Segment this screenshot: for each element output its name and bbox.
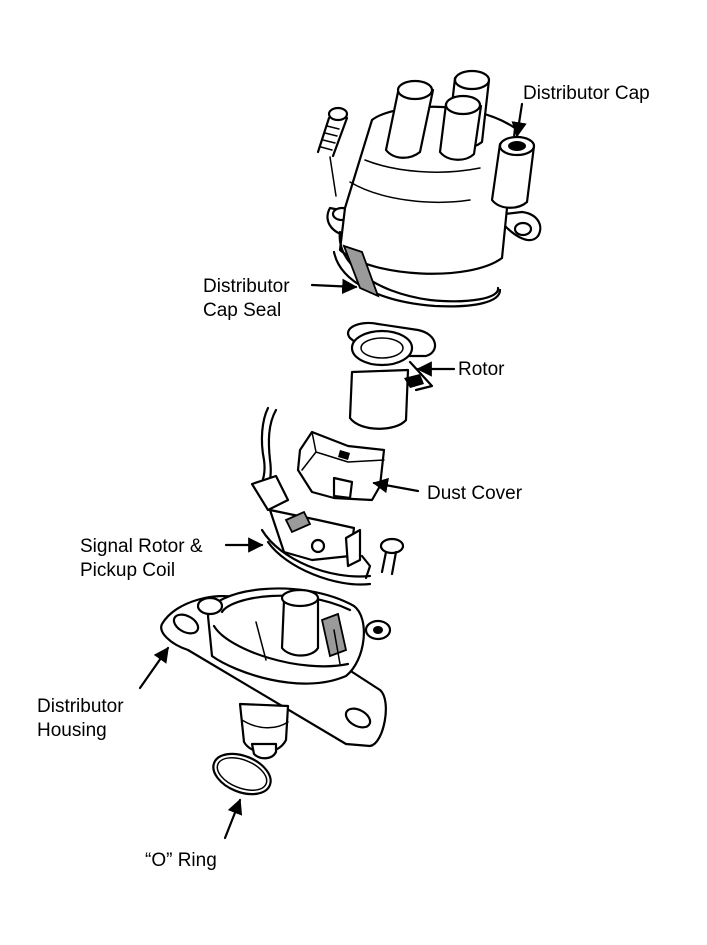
arrow-o-ring — [223, 798, 243, 840]
label-cap-seal-line2: Cap Seal — [203, 300, 281, 321]
label-rotor: Rotor — [458, 359, 505, 380]
arrow-dust-cover — [372, 477, 420, 494]
label-housing-line1: Distributor — [37, 696, 124, 717]
label-o-ring: “O” Ring — [145, 850, 217, 871]
rotor-part — [347, 321, 436, 430]
distributor-cap-part — [316, 69, 542, 275]
signal-rotor-part — [250, 406, 405, 586]
label-dust-cover: Dust Cover — [427, 483, 523, 504]
leader-arrows — [138, 102, 527, 840]
arrow-cap-seal — [310, 278, 358, 295]
label-signal-rotor-line1: Signal Rotor & — [80, 536, 203, 557]
labels: Distributor Cap Distributor Cap Seal Rot… — [37, 83, 650, 871]
arrow-housing — [138, 646, 170, 690]
cap-seal-part — [332, 230, 502, 308]
distributor-housing-part — [160, 587, 392, 760]
cap-towers — [384, 69, 536, 209]
dust-cover-part — [296, 430, 386, 502]
o-ring-part — [212, 752, 272, 796]
label-signal-rotor-line2: Pickup Coil — [80, 560, 175, 581]
label-housing-line2: Housing — [37, 720, 107, 741]
label-cap-seal-line1: Distributor — [203, 276, 290, 297]
cap-bolt — [316, 106, 349, 197]
label-distributor-cap: Distributor Cap — [523, 83, 650, 104]
arrow-distributor-cap — [511, 102, 527, 138]
